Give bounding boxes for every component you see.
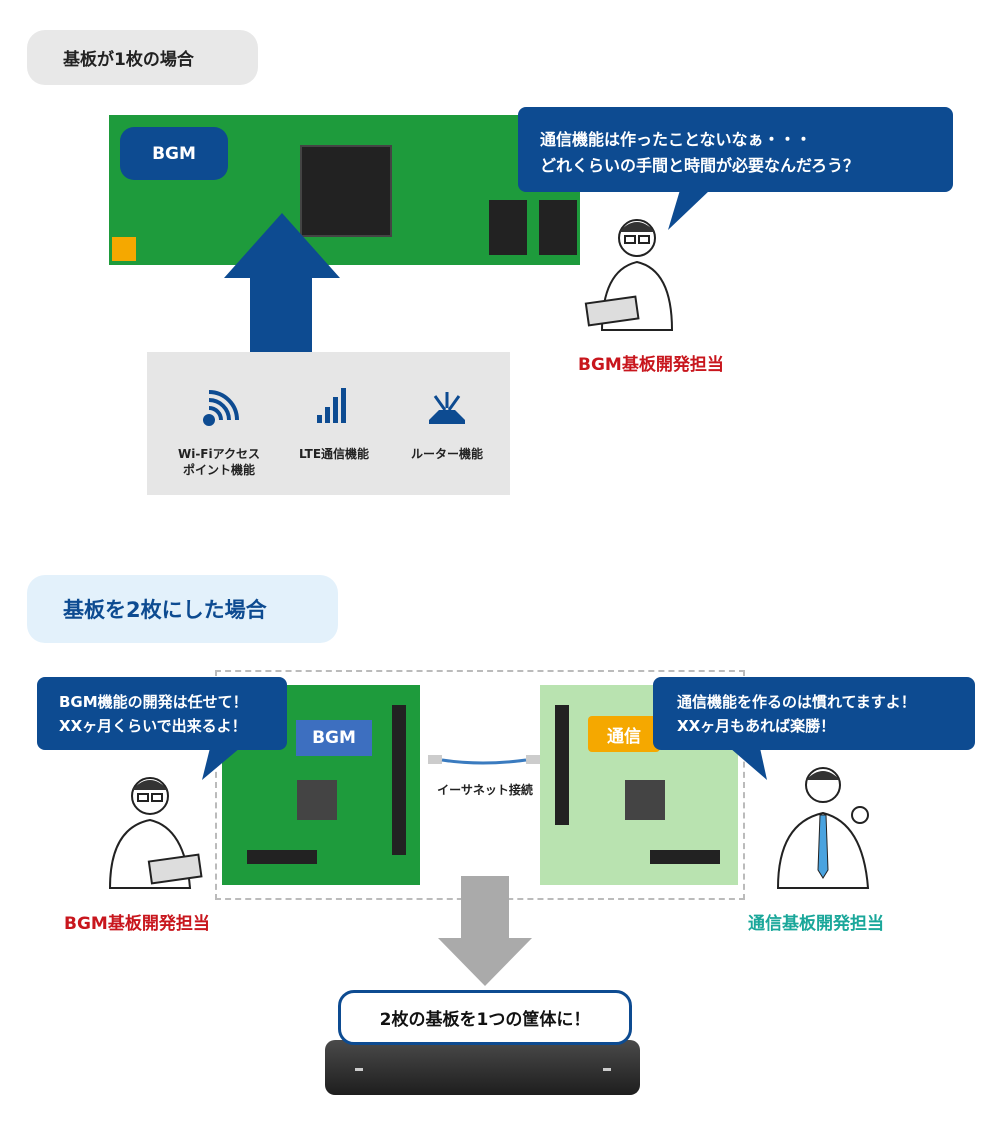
bubble-line: XXヶ月もあれば楽勝！ [677, 717, 836, 735]
bubble-line: 通信機能を作るのは慣れてますよ！ [677, 693, 916, 711]
up-arrow [224, 213, 340, 355]
board-label-comm: 通信 [588, 716, 660, 752]
chip [539, 200, 577, 255]
component [112, 237, 136, 261]
router-icon [429, 392, 465, 424]
role-bgm-2: BGM基板開発担当 [64, 914, 210, 934]
result-bubble: 2枚の基板を1つの筐体に！ [338, 990, 632, 1045]
bubble-line: 通信機能は作ったことないなぁ・・・ [540, 130, 812, 149]
signal-bars-icon [317, 388, 346, 423]
chip [300, 145, 392, 237]
pcb-bgm [222, 685, 420, 885]
person-confident-icon [776, 767, 870, 889]
bubble-tail [730, 748, 767, 780]
board-label-bgm: BGM [120, 127, 228, 180]
bubble-line: XXヶ月くらいで出来るよ！ [59, 717, 247, 735]
bubble-line: BGM機能の開発は任せて！ [59, 693, 248, 711]
chip [489, 200, 527, 255]
person-engineer-icon [108, 777, 203, 889]
bubble-tail [668, 190, 710, 230]
device-enclosure [325, 1040, 640, 1095]
speech-bubble-1: 通信機能は作ったことないなぁ・・・ どれくらいの手間と時間が必要なんだろう？ [518, 107, 953, 192]
speech-bubble-right: 通信機能を作るのは慣れてますよ！ XXヶ月もあれば楽勝！ [653, 677, 975, 750]
pcb-image-single [109, 115, 580, 265]
person-engineer-icon [584, 219, 674, 331]
feature-label: Wi-Fiアクセス ポイント機能 [177, 447, 261, 477]
ethernet-label: イーサネット接続 [437, 783, 533, 797]
down-arrow [438, 876, 532, 986]
feature-label: ルーター機能 [410, 447, 483, 461]
board-label-bgm: BGM [296, 720, 372, 756]
bubble-line: どれくらいの手間と時間が必要なんだろう？ [540, 156, 860, 175]
bubble-tail [202, 748, 240, 780]
role-comm: 通信基板開発担当 [748, 914, 884, 934]
wifi-icon [203, 390, 239, 426]
feature-box: Wi-Fiアクセス ポイント機能 LTE通信機能 ルーター機能 [147, 352, 510, 495]
role-bgm-1: BGM基板開発担当 [578, 355, 724, 375]
feature-router: ルーター機能 [397, 382, 497, 462]
speech-bubble-left: BGM機能の開発は任せて！ XXヶ月くらいで出来るよ！ [37, 677, 287, 750]
ethernet-cable-icon [428, 755, 540, 765]
section2-title: 基板を2枚にした場合 [27, 575, 338, 643]
section1-title: 基板が1枚の場合 [27, 30, 258, 85]
feature-label: LTE通信機能 [298, 447, 370, 461]
feature-lte: LTE通信機能 [284, 382, 384, 462]
feature-wifi: Wi-Fiアクセス ポイント機能 [169, 382, 269, 478]
